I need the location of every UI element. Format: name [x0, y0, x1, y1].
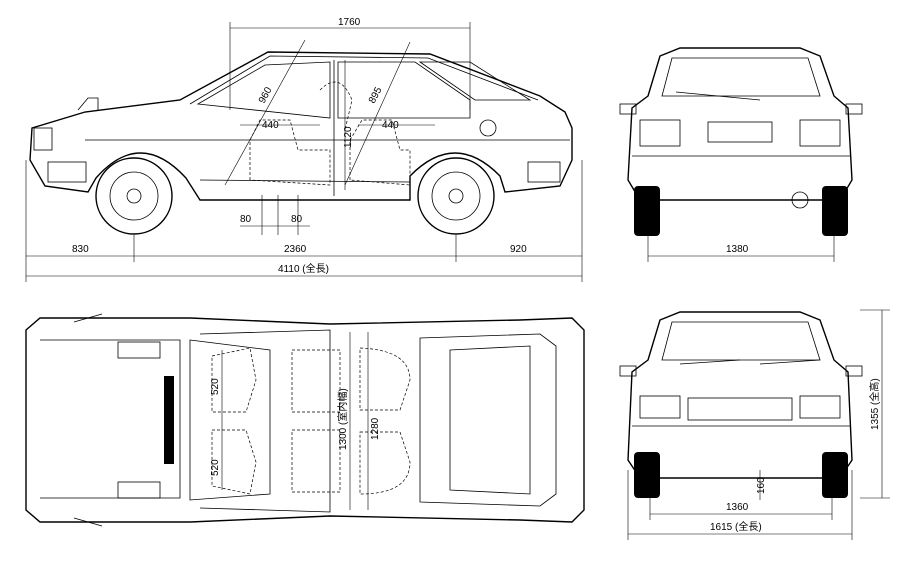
rear-bench-bottom — [359, 431, 411, 495]
rear-seat-right — [291, 429, 341, 493]
dim-895: 895 — [367, 85, 385, 105]
front-view: 1360 1615 (全長) 160 1355 (全高) — [619, 309, 890, 540]
front-mirror-right — [845, 365, 863, 377]
dim-520-bottom: 520 — [210, 459, 221, 476]
hatch-glass-top — [419, 333, 557, 507]
dim-1120: 1120 — [343, 126, 354, 148]
wiper-cowl — [164, 376, 174, 464]
front-mirror-left — [619, 365, 637, 377]
dim-520-top: 520 — [210, 378, 221, 395]
headlight-side — [33, 127, 53, 151]
license-plate-rear — [707, 121, 773, 143]
dim-1355: 1355 (全高) — [868, 378, 881, 430]
mirror-bottom — [73, 517, 103, 527]
front-wheel — [95, 157, 173, 235]
dim-160: 160 — [756, 477, 767, 494]
dim-960: 960 — [257, 85, 275, 105]
rear-view: 1380 — [619, 47, 863, 262]
rear-bench-top — [359, 347, 411, 411]
hood-panel — [40, 339, 181, 499]
front-window — [196, 61, 331, 119]
rear-body-outline — [627, 47, 853, 201]
dim-line-895 — [344, 41, 411, 186]
vent-bottom — [117, 481, 161, 499]
dim-1615: 1615 (全長) — [710, 520, 762, 533]
rear-glass-top — [449, 345, 531, 495]
driver-head — [319, 81, 353, 131]
rear-wiper — [675, 91, 761, 101]
roof-line — [189, 55, 539, 105]
dim-440-rear: 440 — [382, 120, 399, 131]
front-bumper-side — [47, 161, 87, 183]
grille — [687, 397, 793, 421]
dim-1300: 1300 (室内幅) — [336, 388, 349, 450]
rear-mirror-right — [845, 103, 863, 115]
quarter-window — [418, 61, 532, 101]
side-mirror — [77, 97, 99, 111]
rear-mirror-left — [619, 103, 637, 115]
rear-window — [337, 61, 471, 119]
front-wipers — [679, 359, 821, 365]
mirror-top — [73, 313, 103, 323]
rear-bumper-side — [527, 161, 561, 183]
side-view: 1760 960 895 440 440 1120 80 80 830 2360… — [25, 17, 583, 282]
dim-1280: 1280 — [370, 417, 381, 440]
rear-seat-outline — [349, 119, 411, 186]
exhaust — [791, 191, 809, 209]
front-wheel-rim — [109, 171, 159, 221]
dim-1360: 1360 — [726, 502, 749, 513]
rear-tire-left — [634, 186, 660, 236]
dim-1380: 1380 — [726, 244, 749, 255]
dim-830: 830 — [72, 244, 89, 255]
top-body-outline — [25, 317, 585, 523]
windshield-front — [661, 321, 821, 361]
rear-wheel — [417, 157, 495, 235]
vent-top — [117, 341, 161, 359]
front-body-outline — [627, 311, 853, 479]
front-tire-right — [822, 452, 848, 498]
fuel-cap — [479, 119, 497, 137]
front-hub — [126, 188, 142, 204]
dim-1760: 1760 — [338, 17, 361, 28]
side-sill — [199, 179, 411, 183]
headlamp-left — [639, 395, 681, 419]
cabin-front — [199, 329, 331, 513]
dim-80-a: 80 — [240, 214, 252, 225]
front-tire-left — [634, 452, 660, 498]
rear-seat-left — [291, 349, 341, 413]
headlamp-right — [799, 395, 841, 419]
dim-line-960 — [224, 39, 306, 186]
front-seat-outline — [249, 119, 331, 186]
rear-wheel-rim — [431, 171, 481, 221]
rear-hub — [448, 188, 464, 204]
dim-4110: 4110 (全長) — [278, 262, 329, 275]
rear-glass — [661, 57, 821, 97]
dim-920: 920 — [510, 244, 527, 255]
rear-tire-right — [822, 186, 848, 236]
top-view: 520 520 1300 (室内幅) 1280 — [25, 313, 585, 527]
tail-lamp-right — [799, 119, 841, 147]
side-body-outline — [29, 51, 573, 201]
dim-440-front: 440 — [262, 120, 279, 131]
dim-2360: 2360 — [284, 244, 307, 255]
dim-80-b: 80 — [291, 214, 303, 225]
tail-lamp-left — [639, 119, 681, 147]
front-seat-left — [211, 347, 257, 413]
windshield-top — [189, 339, 271, 501]
